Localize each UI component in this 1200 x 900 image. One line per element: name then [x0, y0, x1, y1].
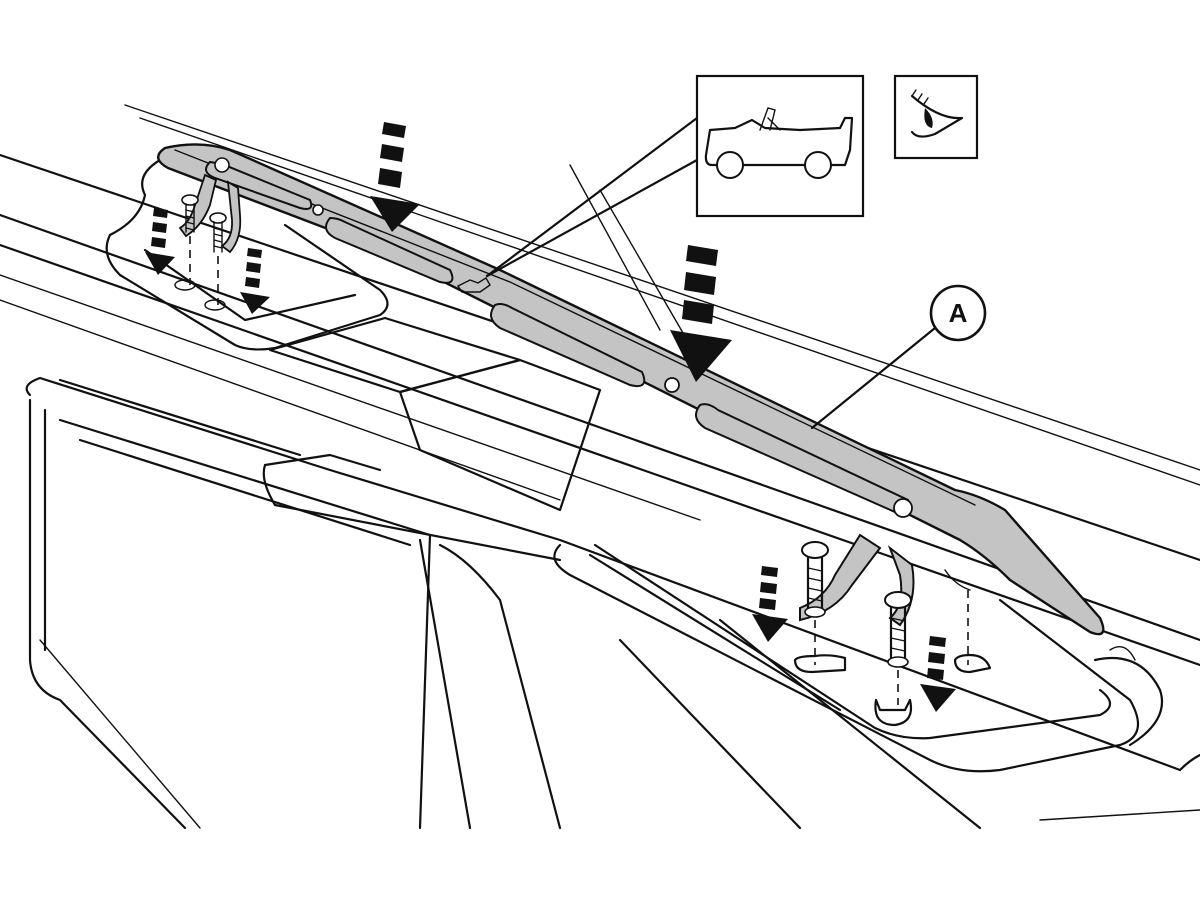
vehicle-orientation-callout	[485, 74, 979, 278]
rear-screws	[793, 541, 992, 727]
push-down-arrow-icon	[145, 208, 175, 275]
push-down-arrow-icon	[240, 248, 270, 314]
vehicle-silhouette-icon	[704, 107, 854, 179]
rear-mounting-well	[553, 543, 1164, 773]
push-down-arrow-icon	[920, 636, 956, 712]
push-down-arrows	[145, 122, 956, 712]
vehicle-body	[0, 104, 1200, 830]
part-label-letter: A	[949, 298, 968, 328]
roof-rail-part-a	[157, 143, 1105, 636]
push-down-arrow-icon	[370, 122, 420, 232]
push-down-arrow-icon	[670, 245, 732, 382]
front-mounting-well	[105, 158, 389, 351]
front-screws	[174, 194, 227, 311]
torx-screw-icon	[209, 212, 227, 305]
torx-screw-icon	[801, 541, 829, 665]
torx-screw-icon	[181, 194, 199, 285]
push-down-arrow-icon	[752, 566, 788, 642]
part-label-a: A	[810, 284, 987, 430]
view-eye-icon	[910, 89, 964, 138]
torx-screw-icon	[884, 591, 912, 705]
